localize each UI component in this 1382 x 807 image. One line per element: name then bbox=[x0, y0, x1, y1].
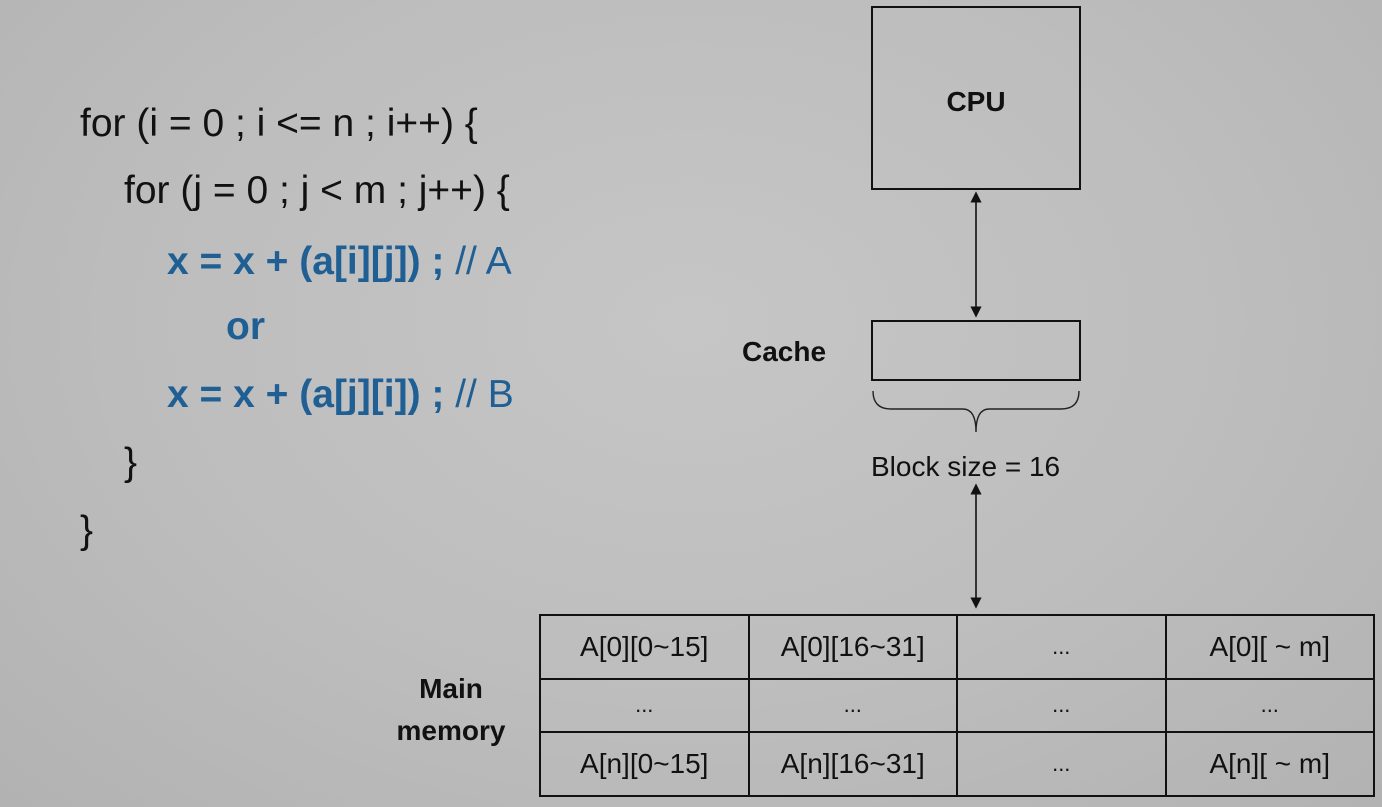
code-line-outer-for: for (i = 0 ; i <= n ; i++) { bbox=[80, 102, 478, 145]
block-size-label: Block size = 16 bbox=[871, 451, 1061, 482]
memory-cell: ... bbox=[956, 613, 1167, 681]
memory-cell: A[0][16~31] bbox=[747, 613, 958, 681]
main-memory-table: A[0][0~15] A[0][16~31] ... A[0][ ~ m] ..… bbox=[539, 613, 1375, 798]
code-option-a-statement: x = x + (a[i][j]) ; bbox=[167, 240, 456, 283]
main-memory-label-line1: Main bbox=[419, 673, 483, 704]
memory-cell: ... bbox=[539, 678, 750, 733]
cache-label: Cache bbox=[742, 336, 827, 367]
code-line-option-a: x = x + (a[i][j]) ; // A bbox=[167, 239, 512, 285]
memory-cell: A[n][0~15] bbox=[539, 730, 750, 798]
memory-cell: A[n][ ~ m] bbox=[1164, 730, 1375, 798]
code-option-b-comment: // B bbox=[455, 373, 514, 416]
memory-cell: A[0][ ~ m] bbox=[1164, 613, 1375, 681]
memory-row: A[n][0~15] A[n][16~31] ... A[n][ ~ m] bbox=[539, 730, 1375, 798]
main-memory-label: Main memory bbox=[380, 668, 522, 752]
cache-block-brace bbox=[872, 390, 1080, 433]
memory-cell: ... bbox=[956, 730, 1167, 798]
code-option-a-comment: // A bbox=[455, 240, 512, 283]
code-line-inner-for: for (j = 0 ; j < m ; j++) { bbox=[124, 169, 510, 212]
memory-cell: ... bbox=[1164, 678, 1375, 733]
code-line-or: or bbox=[226, 305, 265, 348]
memory-row: A[0][0~15] A[0][16~31] ... A[0][ ~ m] bbox=[539, 613, 1375, 681]
cache-box bbox=[871, 320, 1081, 381]
main-memory-label-line2: memory bbox=[396, 715, 506, 746]
memory-cell: A[0][0~15] bbox=[539, 613, 750, 681]
memory-cell: A[n][16~31] bbox=[747, 730, 958, 798]
memory-row: ... ... ... ... bbox=[539, 678, 1375, 733]
code-line-inner-close: } bbox=[124, 441, 138, 484]
cpu-box: CPU bbox=[871, 6, 1081, 190]
code-line-option-b: x = x + (a[j][i]) ; // B bbox=[167, 372, 514, 418]
code-line-outer-close: } bbox=[80, 509, 94, 552]
memory-cell: ... bbox=[747, 678, 958, 733]
cpu-label: CPU bbox=[946, 86, 1006, 117]
code-option-b-statement: x = x + (a[j][i]) ; bbox=[167, 373, 456, 416]
memory-cell: ... bbox=[956, 678, 1167, 733]
